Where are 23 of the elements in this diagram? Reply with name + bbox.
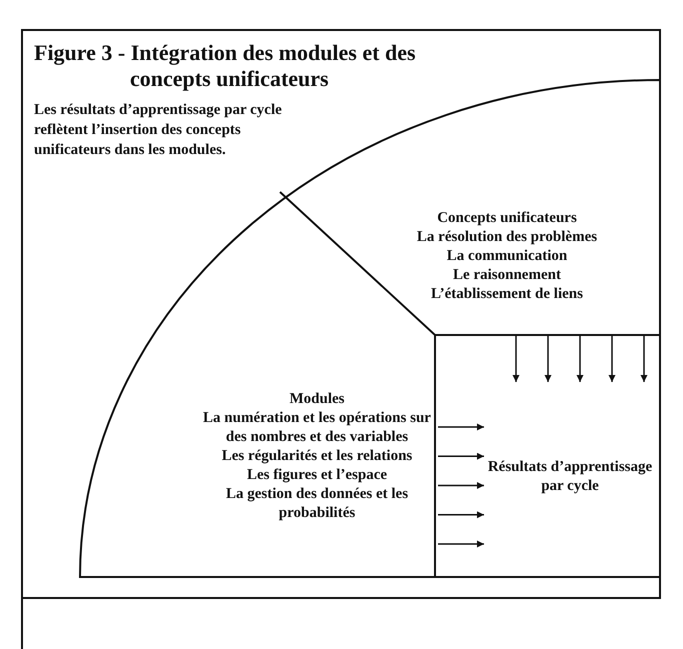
figure-title: Figure 3 - Intégration des modules et des concepts unificateurs (34, 40, 417, 92)
region-heading: Résultats d’apprentissage par cycle (486, 458, 654, 496)
region-item: L’établissement de liens (431, 285, 583, 304)
region-item: Le raisonnement (453, 266, 561, 285)
region-item: La gestion des données et les probabilités (224, 484, 410, 522)
arrow (640, 335, 648, 382)
arrow (438, 511, 484, 518)
region-item: La résolution des problèmes (416, 228, 598, 247)
region-item: Les figures et l’espace (246, 466, 388, 484)
region-heading: Concepts unificateurs (437, 209, 577, 228)
arrow (608, 335, 616, 382)
arrow (438, 540, 484, 548)
region-item: La numération et les opérations sur des nombres et des variables (202, 408, 432, 446)
arrow (438, 482, 484, 489)
arrow (544, 335, 552, 382)
arrow (438, 424, 484, 430)
region-item: Les régularités et les relations (222, 446, 412, 466)
arrow (576, 335, 584, 382)
note-text: Les résultats d’apprentissage par cycle reflètent l’insertion des concepts unificateurs dans les modules. (34, 101, 283, 160)
arrow (512, 335, 520, 382)
region-heading: Modules (289, 390, 344, 408)
region-item: La communication (446, 247, 568, 266)
arrow (438, 452, 484, 460)
